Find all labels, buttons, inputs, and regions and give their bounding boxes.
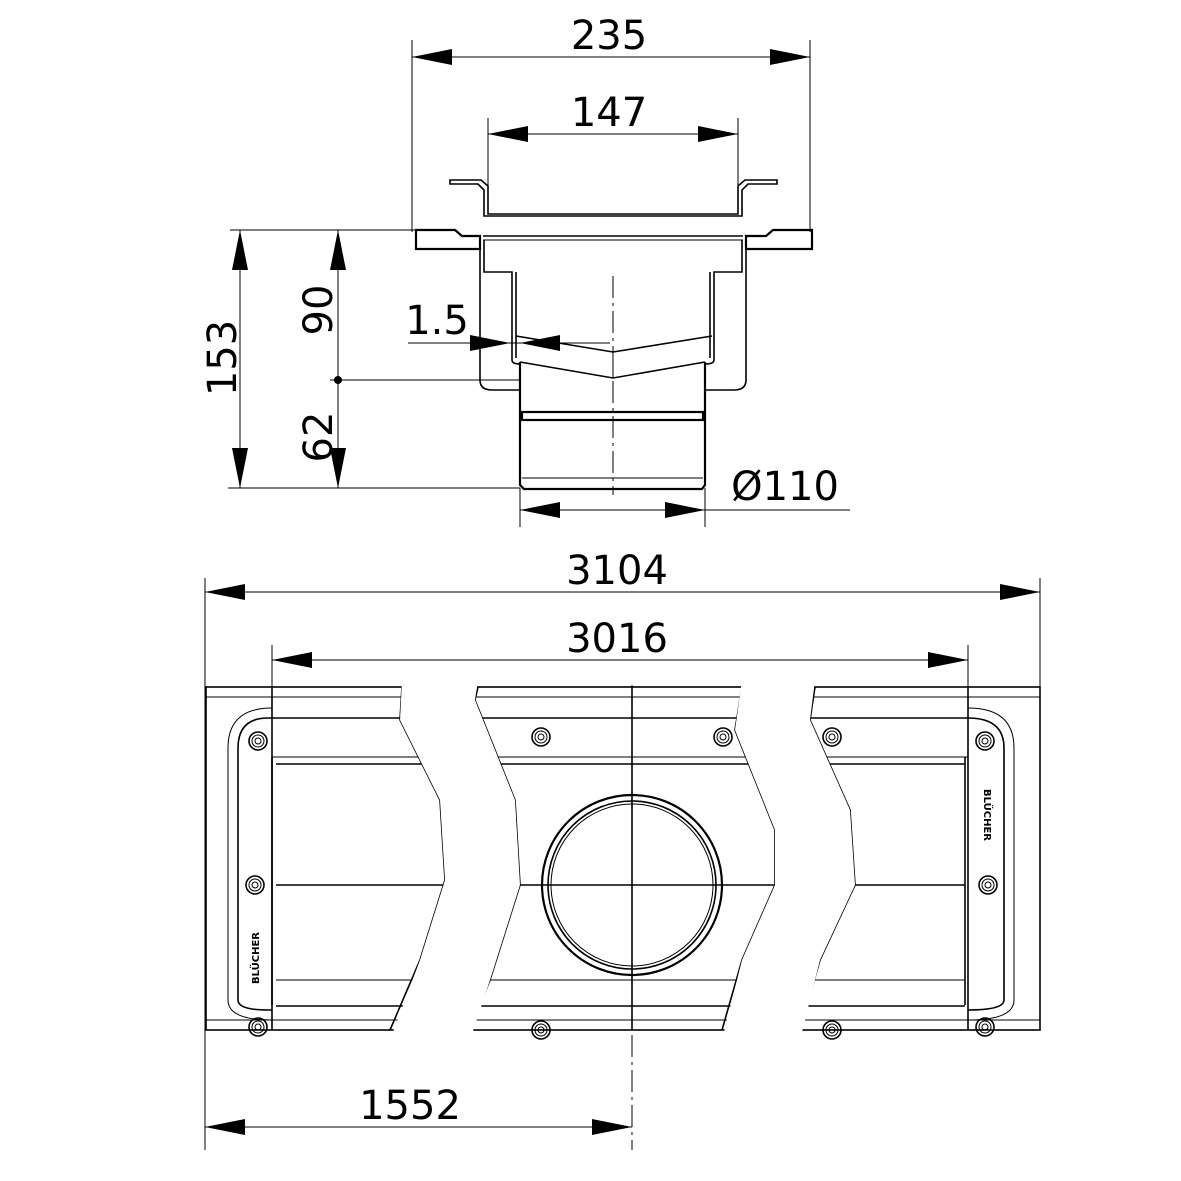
grate — [449, 179, 778, 217]
dim-overall-length: 3104 — [566, 548, 668, 594]
bolt-icon — [531, 727, 551, 747]
dim-grate-width: 147 — [571, 90, 647, 136]
bolt-icon — [975, 1017, 995, 1037]
brand-marking-left: BLÜCHER — [248, 932, 262, 984]
dim-outlet-diameter: Ø110 — [731, 464, 839, 510]
dim-top-width: 235 — [571, 13, 647, 59]
dim-inner-length: 3016 — [566, 616, 668, 662]
bolt-icon — [822, 727, 842, 747]
bolt-icon — [248, 731, 268, 751]
dimension-dot — [334, 376, 342, 384]
sloped-bottom — [515, 335, 713, 353]
dim-body-height: 90 — [296, 285, 342, 336]
brand-marking-right: BLÜCHER — [981, 789, 995, 841]
bolt-icon — [978, 875, 998, 895]
section-view: 235 147 153 90 62 — [200, 13, 850, 527]
plan-view: 3104 3016 — [204, 548, 1041, 1150]
channel-section-right — [800, 686, 1041, 1040]
flange-right — [744, 228, 814, 251]
dim-total-height: 153 — [200, 320, 246, 396]
bolt-icons — [245, 727, 998, 1040]
bolt-icon — [248, 1017, 268, 1037]
bolt-icon — [245, 875, 265, 895]
bolt-icon — [713, 727, 733, 747]
channel-section-middle — [470, 686, 775, 1040]
dim-slope: 1.5 — [405, 298, 469, 344]
flange-left — [414, 228, 482, 251]
dim-outlet-height: 62 — [296, 412, 342, 463]
channel-section-left — [205, 686, 445, 1040]
dim-outlet-position: 1552 — [359, 1083, 461, 1129]
bolt-icon — [975, 731, 995, 751]
